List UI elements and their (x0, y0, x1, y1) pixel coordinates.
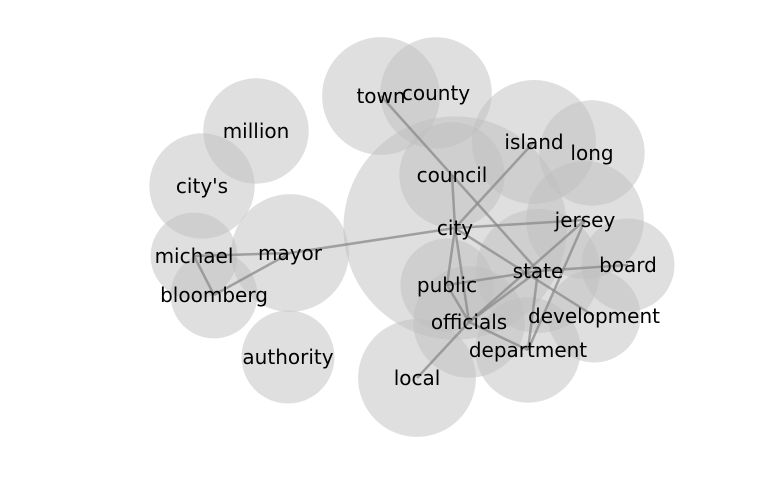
edge-officials-department (468, 320, 529, 352)
edge-jersey-officials (468, 219, 586, 323)
node-label-bloomberg: bloomberg (160, 283, 268, 307)
edge-mayor-michael (193, 251, 291, 258)
edge-officials-local (416, 321, 470, 379)
edge-public-officials (445, 284, 471, 323)
node-label-mayor: mayor (258, 241, 323, 265)
node-bubble-county (380, 37, 492, 149)
node-edges (192, 95, 629, 379)
node-label-local: local (394, 366, 441, 390)
node-label-million: million (223, 119, 290, 143)
node-label-council: council (417, 163, 488, 187)
node-label-town: town (356, 84, 405, 108)
node-label-public: public (417, 273, 477, 297)
edge-jersey-department (526, 219, 587, 351)
node-label-island: island (504, 130, 563, 154)
edge-state-department (526, 270, 540, 351)
node-label-board: board (599, 253, 657, 277)
node-label-department: department (469, 338, 587, 362)
edge-city-officials (453, 227, 471, 323)
node-bubble-citys (149, 133, 255, 239)
node-bubble-authority (241, 310, 335, 404)
edge-city-public (445, 227, 457, 286)
edge-island-city (454, 141, 535, 229)
node-label-authority: authority (242, 345, 333, 369)
edge-mayor-bloomberg (213, 251, 291, 297)
node-label-jersey: jersey (554, 208, 616, 232)
node-label-state: state (513, 259, 564, 283)
edge-city-jersey (454, 218, 586, 230)
edge-city-mayor (289, 226, 456, 255)
node-label-county: county (402, 81, 470, 105)
node-label-city: city (437, 216, 473, 240)
edge-state-board (537, 263, 629, 273)
node-label-long: long (570, 141, 613, 165)
edge-town-state (380, 95, 539, 272)
node-label-michael: michael (155, 244, 234, 268)
edge-council-city (450, 174, 457, 229)
edge-michael-bloomberg (192, 255, 216, 296)
node-label-citys: city's (176, 174, 228, 198)
node-label-officials: officials (431, 310, 507, 334)
node-label-development: development (528, 304, 660, 328)
